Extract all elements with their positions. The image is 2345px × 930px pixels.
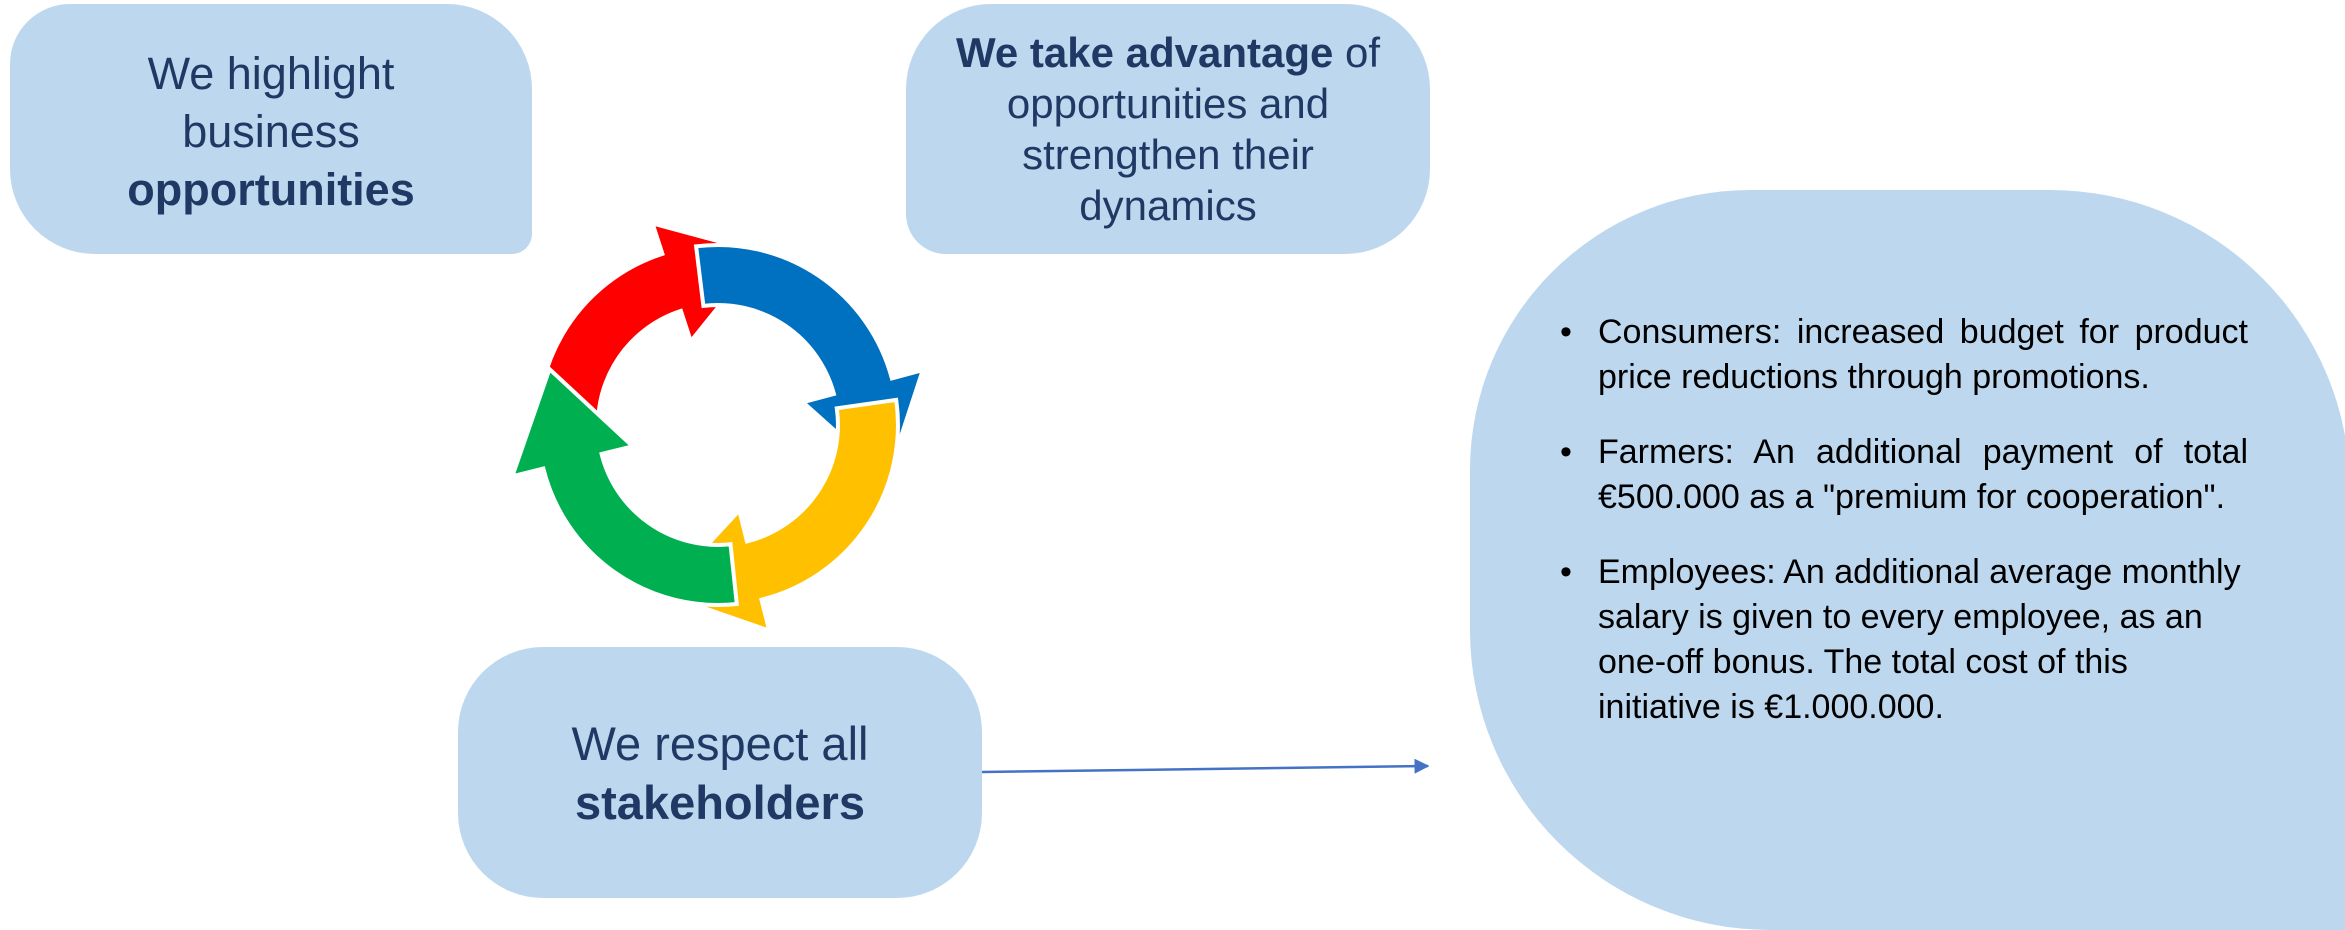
bullet-icon: •	[1560, 553, 1572, 591]
green-arrow-icon	[509, 365, 739, 607]
advantage-line3: strengthen their	[1022, 131, 1314, 178]
advantage-line2: opportunities and	[1006, 80, 1330, 127]
take-advantage-box: We take advantage of opportunities and s…	[906, 4, 1430, 254]
highlight-line2: business	[182, 106, 360, 157]
advantage-bold: We take advantage	[955, 29, 1334, 76]
highlight-bold: opportunities	[127, 164, 415, 215]
details-list: • Consumers: increased budget for product…	[1558, 310, 2248, 760]
highlight-opportunities-box: We highlight business opportunities	[10, 4, 532, 254]
connector-arrow	[981, 758, 1430, 774]
advantage-rest: of	[1333, 29, 1381, 76]
employees-text: Employees: An additional average monthly…	[1598, 553, 2241, 726]
cycle-arrows	[509, 220, 926, 634]
list-item: • Consumers: increased budget for product…	[1558, 310, 2248, 400]
respect-bold: stakeholders	[575, 775, 865, 829]
farmers-text: Farmers: An additional payment of total …	[1598, 433, 2248, 516]
bullet-icon: •	[1560, 313, 1572, 351]
stakeholder-details-box: • Consumers: increased budget for product…	[1470, 190, 2345, 930]
list-item: • Farmers: An additional payment of total…	[1558, 430, 2248, 520]
consumers-text: Consumers: increased budget for product …	[1598, 313, 2248, 396]
respect-line1: We respect all	[571, 716, 869, 770]
highlight-line1: We highlight	[147, 48, 395, 99]
bullet-icon: •	[1560, 433, 1572, 471]
advantage-line4: dynamics	[1079, 182, 1257, 229]
list-item: • Employees: An additional average monthl…	[1558, 550, 2248, 730]
respect-stakeholders-box: We respect all stakeholders	[458, 647, 982, 898]
